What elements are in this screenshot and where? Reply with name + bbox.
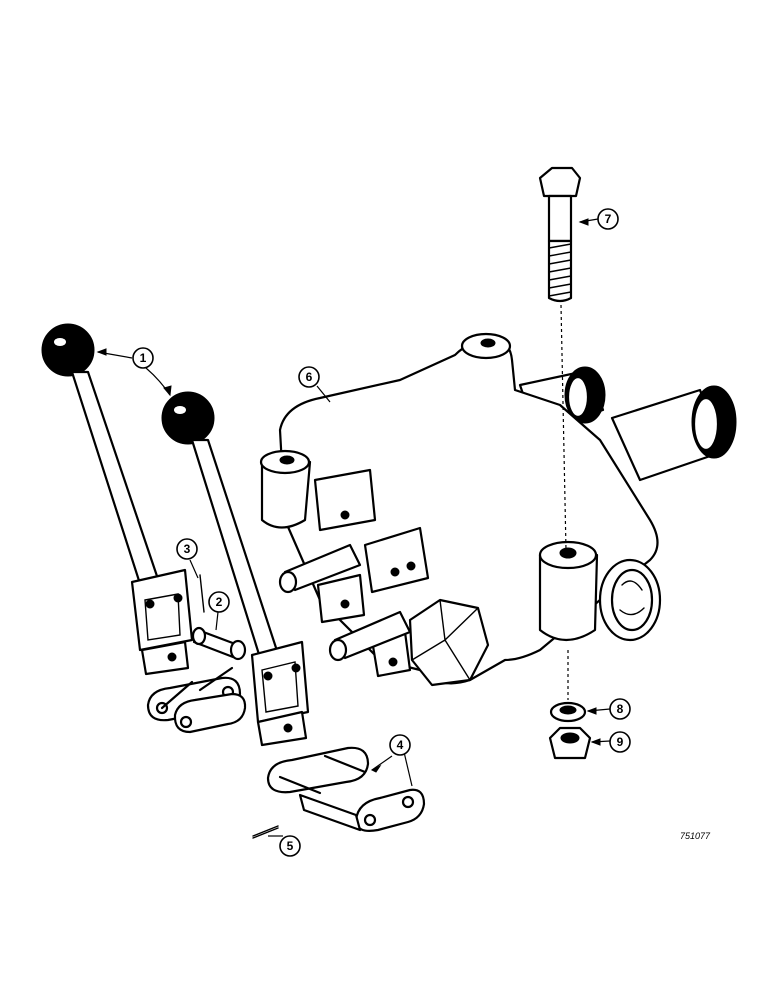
- clevis-pin: [191, 626, 247, 661]
- lock-washer: [549, 701, 587, 723]
- hex-nut: [548, 726, 592, 760]
- spool-end-lower: [328, 610, 412, 662]
- connector-link-lower: [266, 746, 426, 832]
- cotter-pin-lower: [252, 825, 279, 839]
- cotter-pin-upper: [199, 574, 205, 613]
- callout-6: 6: [298, 366, 320, 388]
- callout-1: 1: [132, 347, 154, 369]
- control-lever-right: [161, 391, 310, 747]
- svg-text:4: 4: [397, 738, 404, 752]
- rear-fitting-lower: [610, 385, 737, 482]
- bolt-centerline: [560, 304, 567, 551]
- connector-link-upper: [146, 666, 247, 734]
- callout-9: 9: [609, 731, 631, 753]
- svg-text:7: 7: [605, 212, 612, 226]
- svg-text:1: 1: [140, 351, 147, 365]
- valve-body: [259, 332, 737, 687]
- svg-text:3: 3: [184, 542, 191, 556]
- callout-8: 8: [609, 698, 631, 720]
- spool-end-upper: [278, 543, 362, 594]
- svg-text:2: 2: [216, 595, 223, 609]
- callout-3: 3: [176, 538, 198, 560]
- hex-bolt: [538, 166, 582, 303]
- svg-text:8: 8: [617, 702, 624, 716]
- svg-text:5: 5: [287, 839, 294, 853]
- callout-7: 7: [597, 208, 619, 230]
- callout-2: 2: [208, 591, 230, 613]
- svg-text:9: 9: [617, 735, 624, 749]
- spool-clevis-upper: [313, 468, 430, 594]
- lever-knob-left: [41, 323, 95, 377]
- callout-4: 4: [389, 734, 411, 756]
- lever-knob-right: [161, 391, 215, 445]
- reference-code: 751077: [680, 831, 711, 841]
- svg-text:6: 6: [306, 370, 313, 384]
- leader-lines: [96, 218, 611, 837]
- control-lever-left: [41, 323, 194, 676]
- callout-5: 5: [279, 835, 301, 857]
